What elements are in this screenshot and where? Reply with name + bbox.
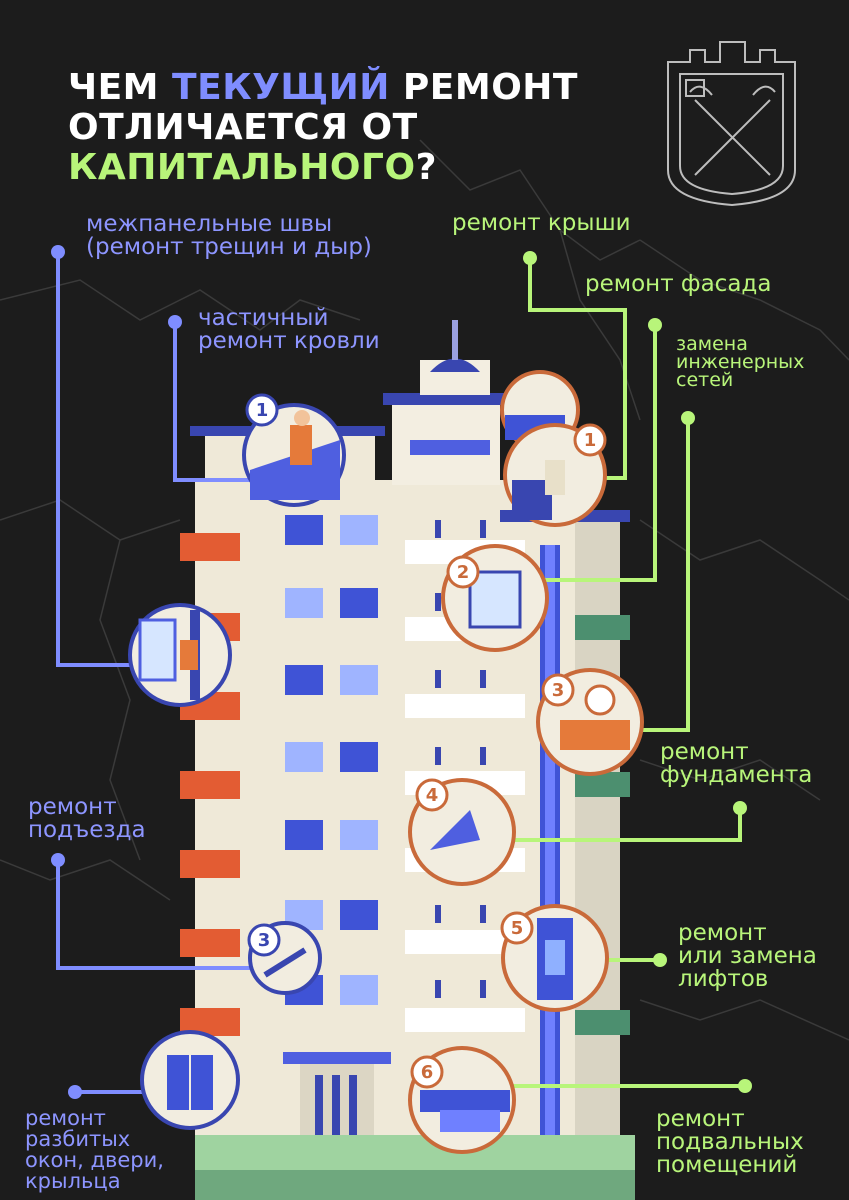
vignette-panel-seams: [128, 603, 232, 707]
balcony-window: [435, 980, 441, 998]
capital-connectors: [480, 258, 745, 1088]
badge-capital-4: 4: [426, 785, 439, 806]
badge-capital-6: 6: [421, 1062, 434, 1083]
label-entrance-repair: ремонт подъезда: [28, 794, 146, 843]
label-partial-roof: частичный ремонт кровли: [198, 305, 380, 354]
label-facade: ремонт фасада: [585, 271, 772, 297]
window: [285, 742, 323, 772]
badge-current-1: 1: [256, 400, 269, 421]
label-windows-doors: ремонт разбитых окон, двери, крыльца: [25, 1106, 164, 1193]
vignette-basement: [408, 1046, 516, 1154]
balcony-window: [480, 520, 486, 538]
window: [285, 820, 323, 850]
balcony-window: [435, 747, 441, 765]
window: [285, 515, 323, 545]
label-foundation: ремонт фундамента: [660, 739, 813, 788]
balcony-window: [435, 593, 441, 611]
label-elevators: ремонт или замена лифтов: [678, 920, 817, 992]
window: [340, 900, 378, 930]
balcony-window: [480, 980, 486, 998]
label-utilities: замена инженерных сетей: [676, 333, 805, 391]
badge-capital-2: 2: [457, 562, 470, 583]
window: [340, 665, 378, 695]
window: [340, 975, 378, 1005]
vignette-elevators: [500, 904, 609, 1012]
window: [340, 515, 378, 545]
window: [340, 742, 378, 772]
vignette-entrance: [247, 921, 322, 995]
badge-current-3: 3: [258, 930, 271, 951]
vignette-roof-capital: [500, 370, 607, 527]
badge-capital-5: 5: [511, 918, 524, 939]
vignette-utilities: [536, 668, 644, 776]
current-dots: [51, 245, 182, 1099]
vignette-roof-partial: [242, 393, 346, 507]
balcony-window: [435, 520, 441, 538]
title-capital-word: КАПИТАЛЬНОГО: [68, 147, 416, 188]
balcony-window: [435, 670, 441, 688]
label-basement: ремонт подвальных помещений: [656, 1106, 804, 1178]
vignette-windows-doors: [140, 1030, 240, 1130]
title-current-word: ТЕКУЩИЙ: [172, 67, 390, 108]
window: [340, 588, 378, 618]
vignette-facade: [441, 544, 549, 652]
label-panel-seams: межпанельные швы (ремонт трещин и дыр): [86, 211, 372, 260]
balcony-window: [480, 670, 486, 688]
page-title: ЧЕМ ТЕКУЩИЙ РЕМОНТ ОТЛИЧАЕТСЯ ОТ КАПИТАЛ…: [68, 67, 578, 188]
balcony-window: [435, 905, 441, 923]
window: [285, 665, 323, 695]
badge-capital-3: 3: [552, 680, 565, 701]
balcony-window: [480, 747, 486, 765]
badge-capital-1: 1: [584, 430, 597, 451]
capital-dots: [523, 251, 752, 1093]
map-outline: [0, 139, 849, 1041]
window: [340, 820, 378, 850]
vignette-foundation: [408, 778, 516, 886]
label-roof-capital: ремонт крыши: [452, 210, 631, 236]
coat-of-arms-icon: [667, 41, 796, 207]
window: [285, 588, 323, 618]
balcony-window: [480, 905, 486, 923]
